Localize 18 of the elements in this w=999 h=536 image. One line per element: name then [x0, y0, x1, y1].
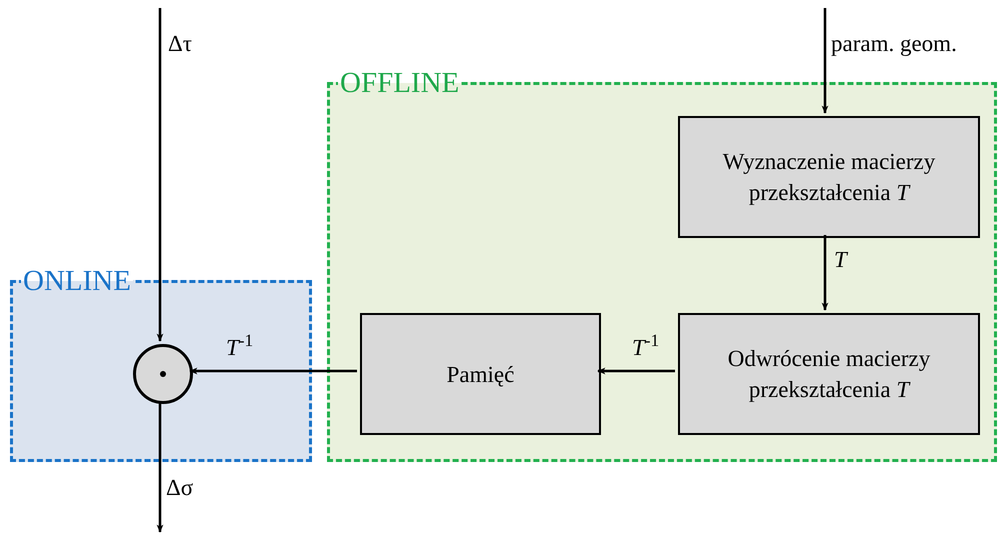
box-label: Odwrócenie macierzy przekształcenia T [726, 345, 932, 404]
arrow [597, 368, 675, 374]
box-label: Wyznaczenie macierzy przekształcenia T [722, 148, 936, 207]
box-label: Pamięć [446, 360, 514, 388]
arrow [189, 368, 357, 374]
arrow [822, 8, 828, 114]
edge-label: Δσ [166, 474, 194, 502]
process-box [678, 116, 980, 238]
edge-label: T$^{-1}$ [226, 334, 254, 362]
process-box [360, 313, 601, 435]
edge-label: T [834, 246, 847, 274]
arrow [822, 235, 828, 311]
edge-label: T$^{-1}$ [632, 334, 660, 362]
process-box [678, 313, 980, 435]
arrow [156, 401, 164, 533]
edge-label: param. geom. [831, 30, 957, 58]
edge-label: Δτ [168, 30, 192, 58]
arrow [156, 8, 164, 342]
